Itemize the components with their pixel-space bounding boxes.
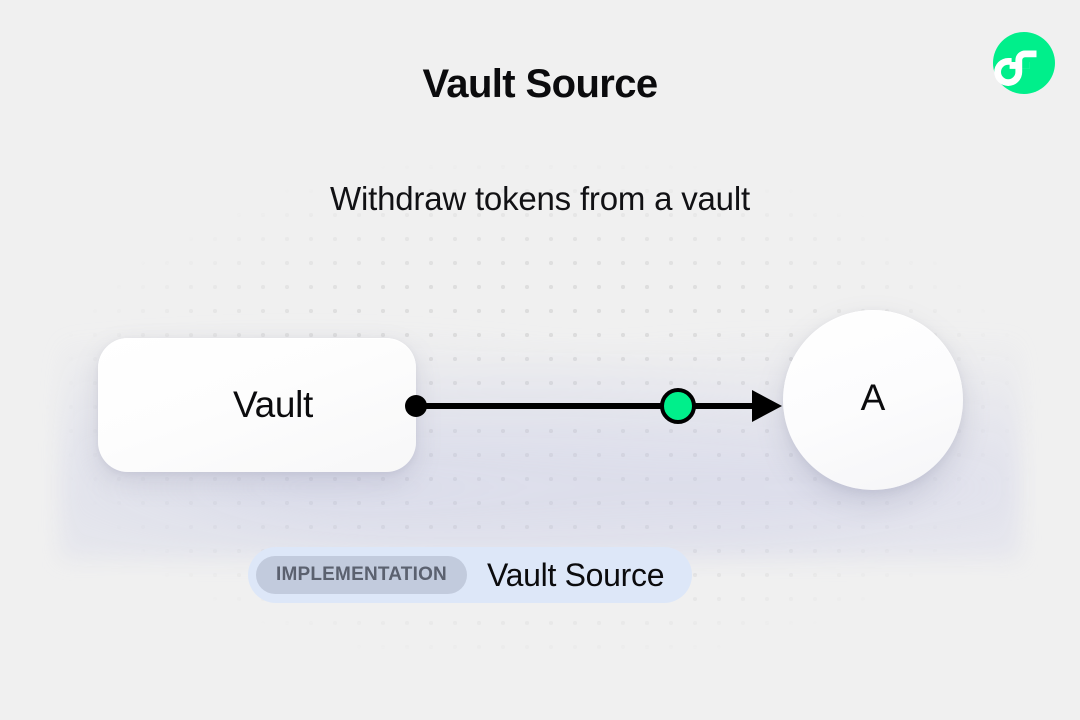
edge-source-dot[interactable]	[405, 395, 427, 417]
node-a-label: A	[860, 377, 886, 418]
node-a[interactable]: A	[783, 310, 963, 490]
flow-logo-icon	[993, 32, 1055, 94]
edge-arrowhead	[752, 390, 782, 422]
node-vault-label: Vault	[232, 384, 314, 425]
implementation-badge[interactable]: IMPLEMENTATION Vault Source	[248, 547, 693, 603]
page-subtitle: Withdraw tokens from a vault	[330, 180, 750, 217]
implementation-name: Vault Source	[486, 556, 665, 593]
edge-midpoint-dot[interactable]	[660, 388, 696, 424]
implementation-kind-chip: IMPLEMENTATION	[256, 556, 467, 594]
node-vault[interactable]: Vault	[98, 338, 416, 472]
page-title: Vault Source	[422, 62, 658, 106]
